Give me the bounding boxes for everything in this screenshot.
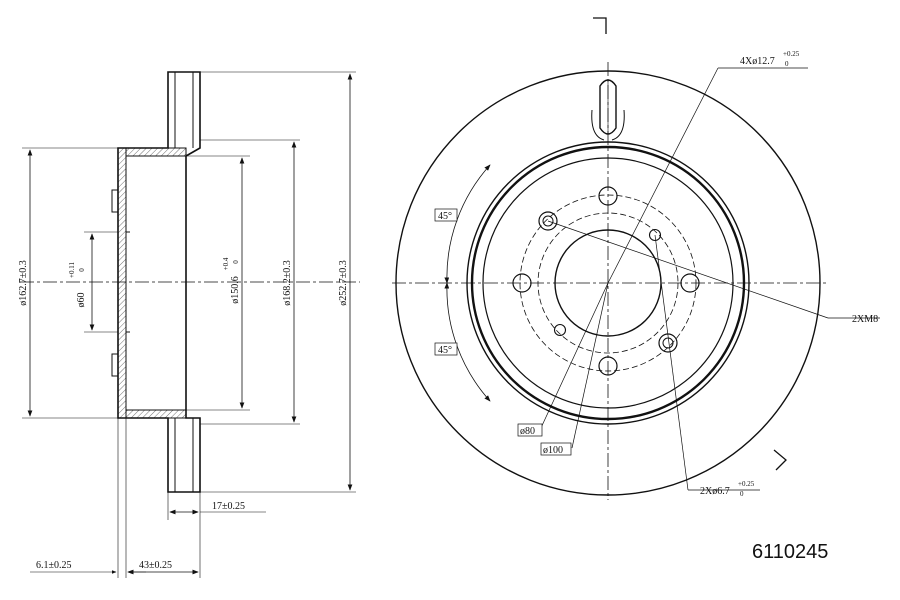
stud-hole-left xyxy=(512,273,532,293)
hat-bottom-hatch xyxy=(125,409,187,419)
angle-top-label: 45° xyxy=(438,211,452,222)
dim-150-label: ø150.6 xyxy=(230,276,241,304)
front-view: 45° 45° 4Xø12.7 +0.25 0 2XM8 2Xø6.7 +0.2… xyxy=(392,17,880,500)
holes-4-tol: +0.25 xyxy=(783,50,800,58)
stud-hole-right xyxy=(680,273,700,293)
thread-label: 2XM8 xyxy=(852,314,878,325)
wear-slot-groove xyxy=(591,109,625,141)
dim-43-label: 43±0.25 xyxy=(139,560,172,571)
dim-6-label: 6.1±0.25 xyxy=(36,560,72,571)
dim-150-tol0: 0 xyxy=(232,260,240,264)
threaded-hole-inner xyxy=(542,215,554,227)
leader-pcd-100 xyxy=(571,282,609,449)
leader-m8 xyxy=(547,220,829,319)
locating-hole xyxy=(648,228,662,242)
locating-hole xyxy=(553,323,567,337)
holes-4-tol0: 0 xyxy=(785,60,789,68)
holes-2-tol: +0.25 xyxy=(738,480,755,488)
stud-hole-bottom xyxy=(598,356,618,376)
leader-2x xyxy=(654,234,689,491)
leader-4x xyxy=(607,67,719,284)
pcd-100-box xyxy=(540,442,572,456)
hat-wall-hatch xyxy=(117,147,127,419)
pcd-80-box xyxy=(517,423,543,437)
angle-bottom-label: 45° xyxy=(438,345,452,356)
dim-150-tol: +0.4 xyxy=(222,257,230,270)
angle-box-bottom xyxy=(434,342,458,356)
section-mark-bottom xyxy=(773,449,787,471)
dim-252-label: ø252.7±0.3 xyxy=(338,260,349,306)
threaded-hole-inner xyxy=(662,337,674,349)
outer-disc-edge xyxy=(395,70,821,496)
part-number: 6110245 xyxy=(752,541,828,563)
pcd-80-label: ø80 xyxy=(520,426,535,437)
holes-2-tol0: 0 xyxy=(740,490,744,498)
stud-hole-top xyxy=(598,186,618,206)
stud-hole-bottom xyxy=(111,353,118,377)
side-section-view: ø162.7±0.3 ø60 +0.11 0 ø150.6 +0.4 0 ø16… xyxy=(18,71,360,578)
wear-slot xyxy=(599,79,617,135)
dim-168-label: ø168.2±0.3 xyxy=(282,260,293,306)
holes-2-label: 2Xø6.7 xyxy=(700,486,730,497)
dim-60-label: ø60 xyxy=(76,293,87,308)
holes-4-label: 4Xø12.7 xyxy=(740,56,775,67)
section-mark-top xyxy=(593,17,607,34)
leader-pcd-80 xyxy=(539,282,609,431)
pcd-80-circle xyxy=(537,212,679,354)
dim-60-tol: +0.11 xyxy=(68,262,76,278)
hat-top-hatch xyxy=(125,147,187,157)
dim-60-tol0: 0 xyxy=(78,268,86,272)
stud-hole-top xyxy=(111,189,118,213)
dim-17-label: 17±0.25 xyxy=(212,501,245,512)
threaded-hole-outer xyxy=(538,211,558,231)
angle-box-top xyxy=(434,208,458,222)
dim-162-label: ø162.7±0.3 xyxy=(18,260,29,306)
pcd-100-label: ø100 xyxy=(543,445,563,456)
pcd-100-circle xyxy=(519,194,697,372)
